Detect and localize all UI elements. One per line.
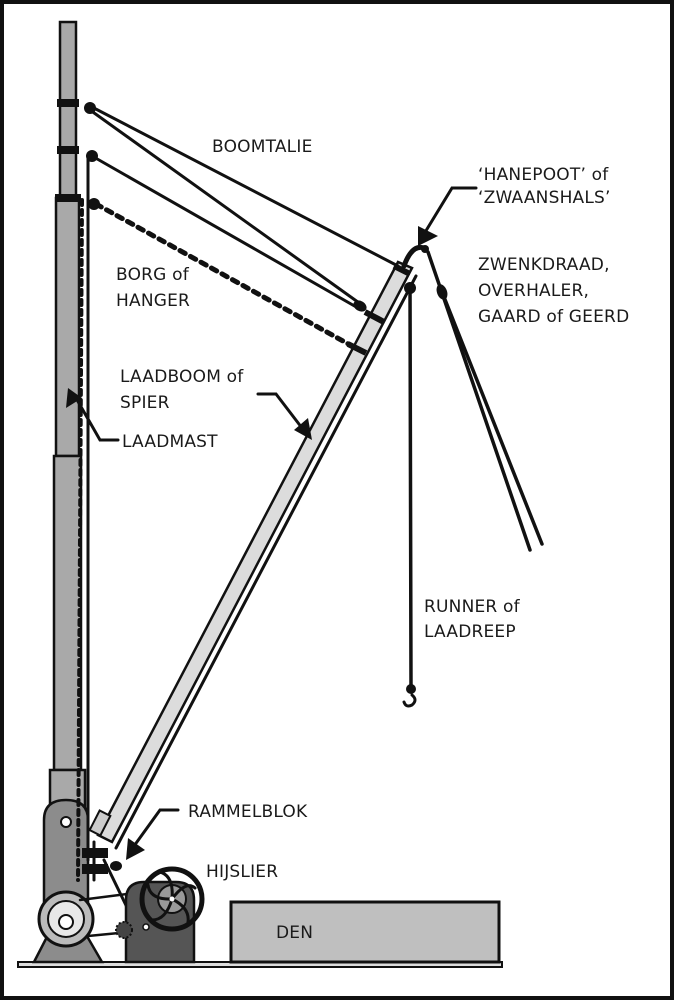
label-hijslier: HIJSLIER [206,862,278,882]
label-laadboom-2: SPIER [120,393,170,413]
label-den: DEN [276,923,313,943]
label-laadboom-1: LAADBOOM of [120,367,244,387]
label-zwenkdraad-1: ZWENKDRAAD, [478,255,610,275]
borg-hanger [93,201,355,349]
label-borg-2: HANGER [116,291,190,311]
label-zwenkdraad-2: OVERHALER, [478,281,589,301]
zwenkdraad-guy [426,250,544,552]
label-runner-1: RUNNER of [424,597,521,617]
label-boomtalie: BOOMTALIE [212,137,313,157]
hijslier-winch [115,866,205,964]
runner-in-mast [76,198,84,882]
label-borg-1: BORG of [116,265,190,285]
label-laadmast: LAADMAST [122,432,218,452]
laadboom-boom [88,260,418,850]
label-runner-2: LAADREEP [424,622,516,642]
leader-arrows [66,186,478,860]
cargo-hook-icon [402,684,417,708]
lead-sheave [31,888,160,964]
den-hatch [229,900,501,964]
label-rammelblok: RAMMELBLOK [188,802,308,822]
laadmast-mast [42,20,90,922]
boomtalie-topping-lift [84,102,400,312]
runner-laadreep [408,282,413,688]
label-zwenkdraad-3: GAARD of GEERD [478,307,629,327]
label-hanepoot-2: ‘ZWAANSHALS’ [478,188,611,208]
label-hanepoot-1: ‘HANEPOOT’ of [478,165,609,185]
